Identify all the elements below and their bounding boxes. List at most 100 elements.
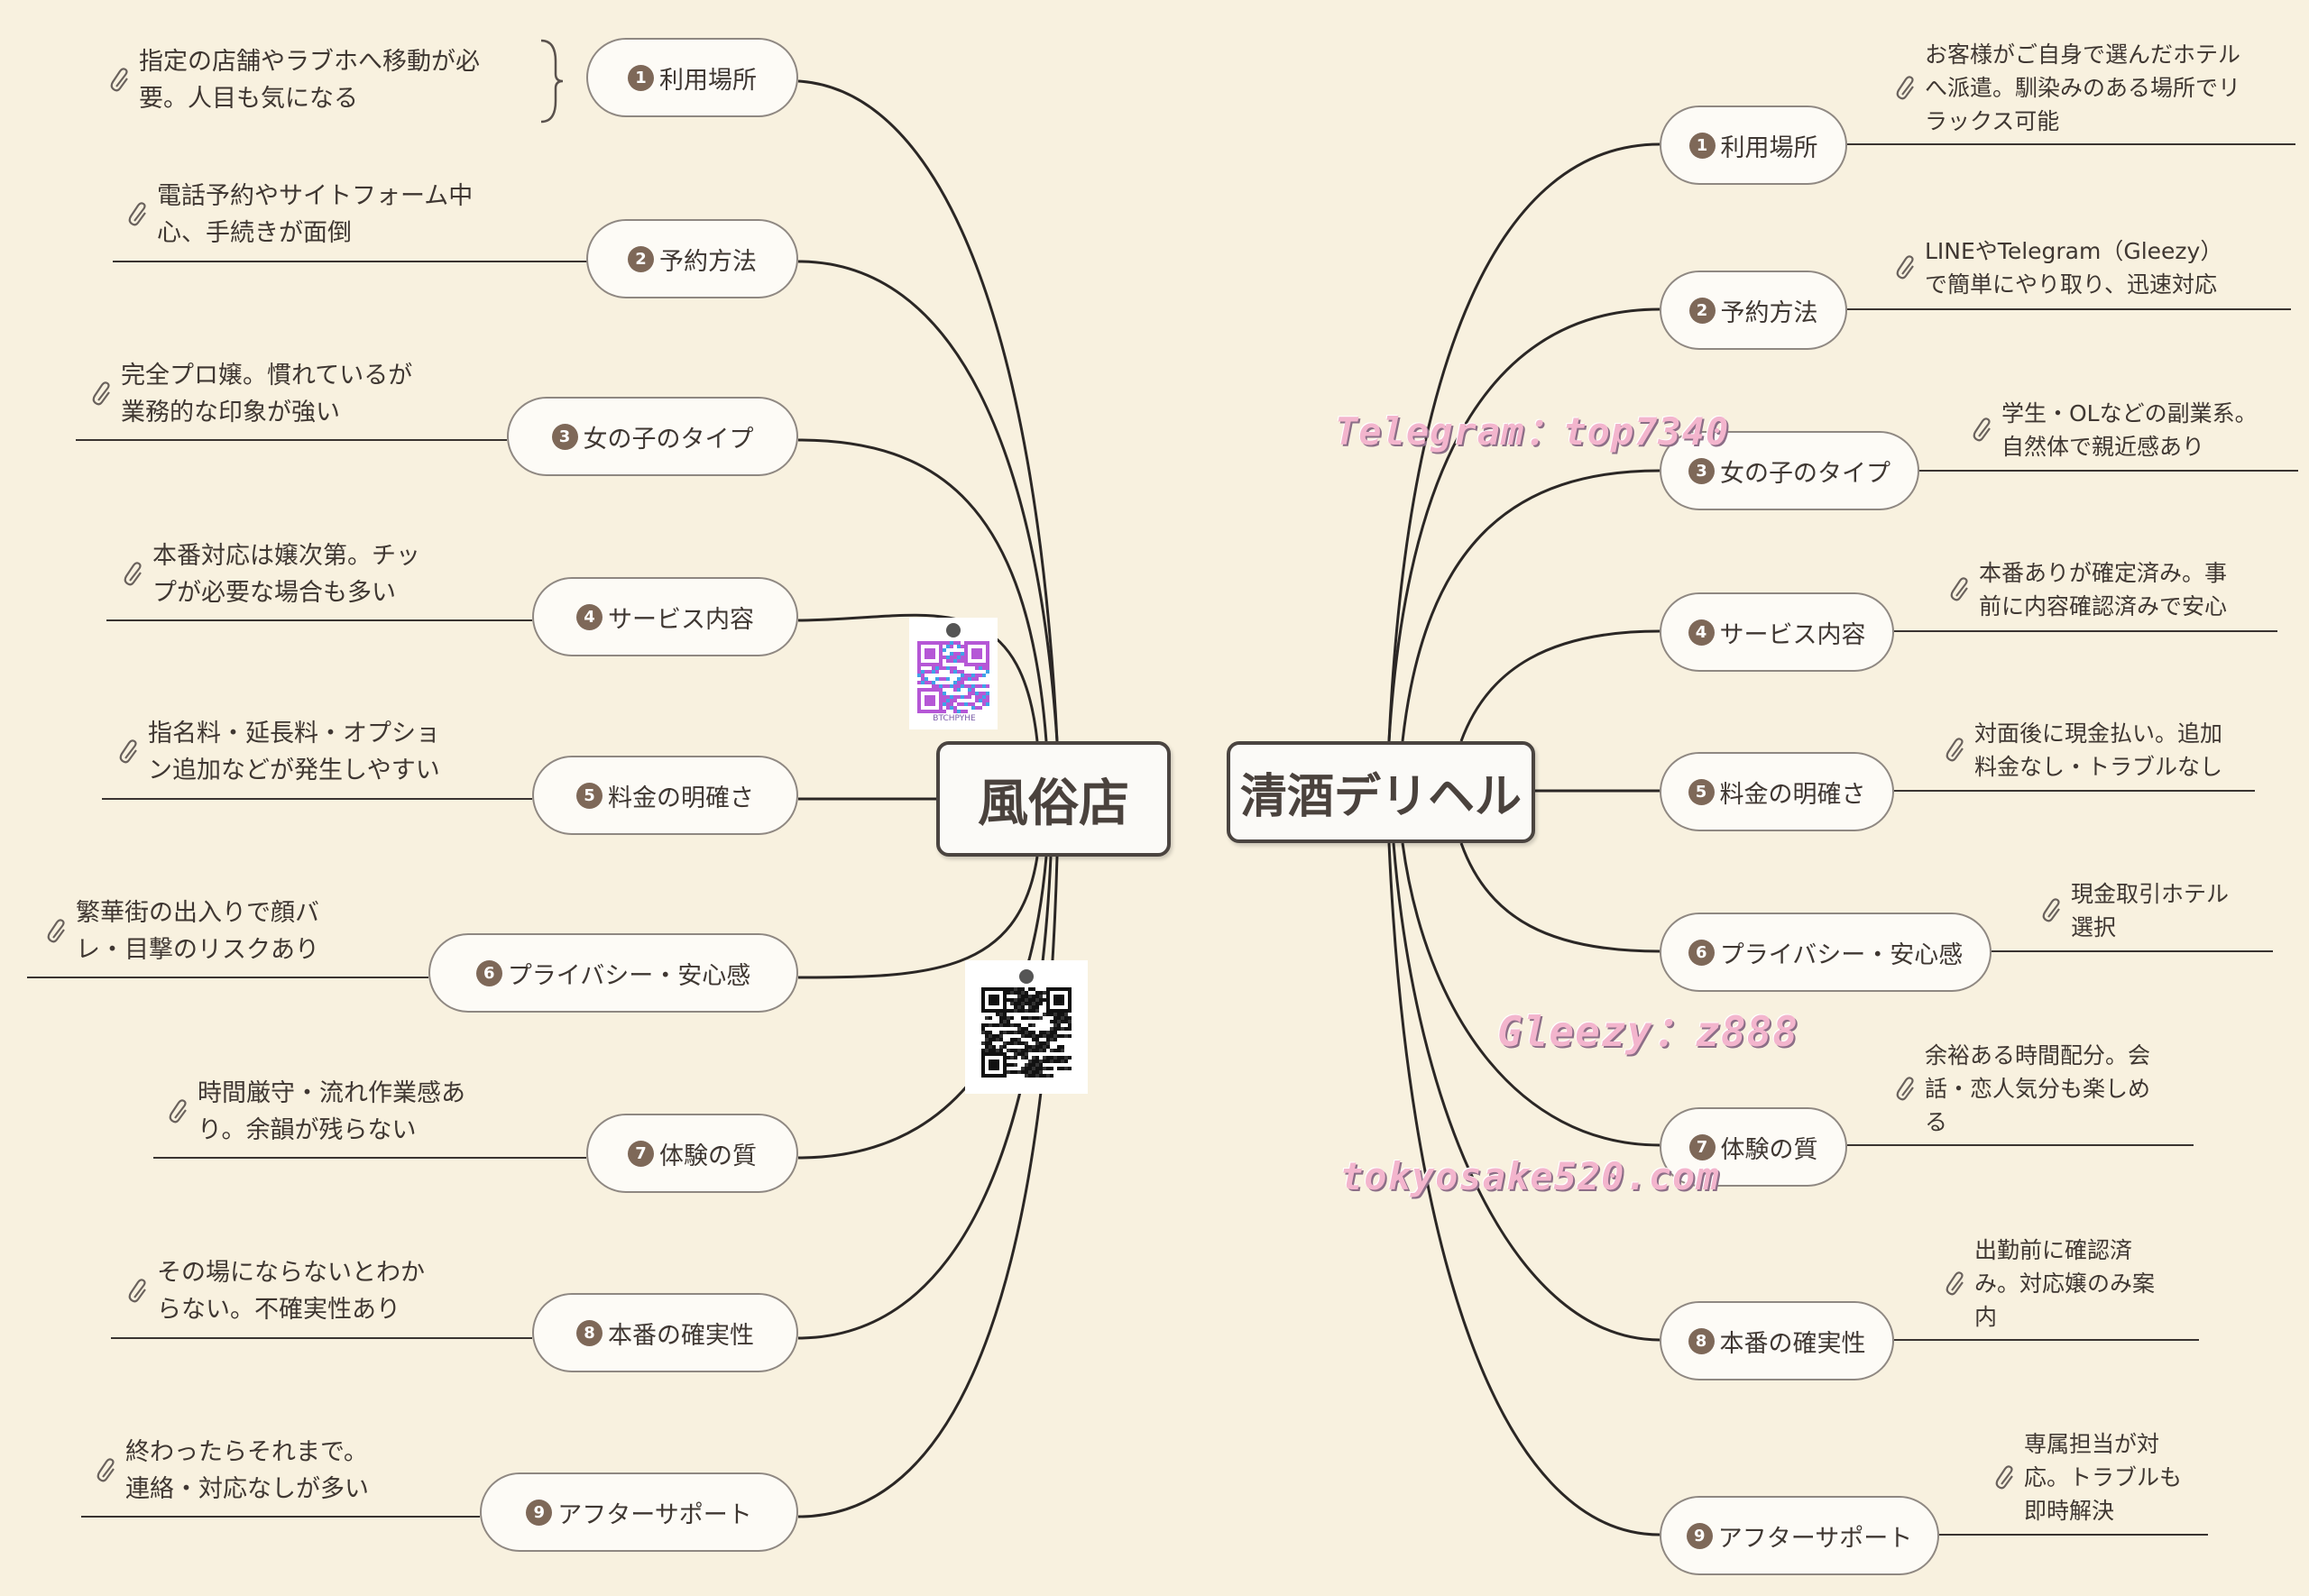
paperclip-icon xyxy=(1950,577,1968,601)
number-badge: 3 xyxy=(1688,457,1715,484)
paperclip-icon xyxy=(97,1458,115,1482)
paperclip-icon xyxy=(1946,1270,1964,1295)
qr-code-top xyxy=(909,618,998,729)
qr-code-icon xyxy=(917,623,989,713)
right-note-9: 専属担当が対 応。トラブルも 即時解決 xyxy=(1993,1427,2182,1527)
paperclip-icon xyxy=(47,919,65,943)
paperclip-icon xyxy=(1896,255,1914,280)
branch-label: 予約方法 xyxy=(659,247,757,276)
note-text: 学生・OLなどの副業系。 自然体で親近感あり xyxy=(2001,400,2258,460)
note-text: お客様がご自身で選んだホテル へ派遣。馴染みのある場所でリ ラックス可能 xyxy=(1925,41,2241,134)
gleezy-watermark: Gleezy：z888 xyxy=(1497,1007,1798,1056)
branch-label: 女の子のタイプ xyxy=(1720,459,1890,488)
paperclip-icon xyxy=(124,562,142,586)
website-watermark: tokyosake520.com xyxy=(1340,1154,1720,1198)
branch-label: 本番の確実性 xyxy=(608,1321,754,1350)
paperclip-icon xyxy=(110,68,128,92)
note-text: 電話予約やサイトフォーム中 心、手続きが面倒 xyxy=(157,182,474,247)
paperclip-icon xyxy=(119,739,137,764)
left-root-node[interactable]: 風俗店 xyxy=(936,741,1171,857)
branch-label: アフターサポート xyxy=(1717,1524,1913,1553)
number-badge: 9 xyxy=(1686,1522,1713,1549)
paperclip-icon xyxy=(1973,417,1991,442)
note-text: 現金取引ホテル 選択 xyxy=(2071,881,2230,940)
left-note-1: 指定の店舗やラブホへ移動が必 要。人目も気になる xyxy=(108,43,480,117)
note-text: その場にならないとわか らない。不確実性あり xyxy=(157,1259,425,1324)
left-note-8: その場にならないとわか らない。不確実性あり xyxy=(126,1254,425,1328)
right-note-7: 余裕ある時間配分。会 話・恋人気分も楽しめ る xyxy=(1894,1039,2150,1139)
paperclip-icon xyxy=(2042,898,2060,922)
right-note-2: LINEやTelegram（Gleezy） で簡単にやり取り、迅速対応 xyxy=(1894,234,2222,301)
branch-label: 女の子のタイプ xyxy=(583,425,754,454)
telegram-watermark: Telegram：top7340 xyxy=(1335,409,1730,454)
note-text: 完全プロ嬢。慣れているが 業務的な印象が強い xyxy=(121,362,413,427)
number-badge: 4 xyxy=(1688,619,1715,646)
branch-label: 体験の質 xyxy=(1720,1135,1818,1164)
qr-code-bottom xyxy=(965,960,1088,1094)
branch-label: 利用場所 xyxy=(659,66,757,95)
note-text: 指定の店舗やラブホへ移動が必 要。人目も気になる xyxy=(139,48,480,113)
number-badge: 8 xyxy=(576,1319,603,1346)
number-badge: 4 xyxy=(576,603,603,630)
branch-label: 料金の明確さ xyxy=(608,784,754,812)
paperclip-icon xyxy=(128,202,146,226)
left-note-6: 繁華街の出入りで顔バ レ・目撃のリスクあり xyxy=(45,894,319,968)
branch-label: 本番の確実性 xyxy=(1719,1329,1866,1358)
left-note-3: 完全プロ嬢。慣れているが 業務的な印象が強い xyxy=(90,357,412,431)
number-badge: 9 xyxy=(526,1499,553,1526)
paperclip-icon xyxy=(1896,75,1914,99)
left-note-4: 本番対応は嬢次第。チッ プが必要な場合も多い xyxy=(122,537,420,611)
qr-code-icon xyxy=(981,969,1072,1078)
number-badge: 6 xyxy=(475,959,502,986)
number-badge: 1 xyxy=(628,64,654,91)
number-badge: 7 xyxy=(1688,1133,1716,1160)
left-note-5: 指名料・延長料・オプショ ン追加などが発生しやすい xyxy=(117,715,440,789)
note-text: 時間厳守・流れ作業感あ り。余韻が残らない xyxy=(198,1079,465,1144)
number-badge: 6 xyxy=(1688,939,1715,966)
right-note-8: 出勤前に確認済 み。対応嬢のみ案 内 xyxy=(1944,1234,2155,1334)
branch-label: 料金の明確さ xyxy=(1719,780,1866,809)
note-text: LINEやTelegram（Gleezy） で簡単にやり取り、迅速対応 xyxy=(1925,238,2223,298)
note-text: 本番対応は嬢次第。チッ プが必要な場合も多い xyxy=(152,542,420,607)
number-badge: 5 xyxy=(576,782,603,809)
number-badge: 2 xyxy=(628,245,654,272)
note-text: 指名料・延長料・オプショ ン追加などが発生しやすい xyxy=(148,720,440,784)
right-note-5: 対面後に現金払い。追加 料金なし・トラブルなし xyxy=(1944,717,2222,784)
right-note-4: 本番ありが確定済み。事 前に内容確認済みで安心 xyxy=(1948,556,2227,623)
left-note-9: 終わったらそれまで。 連絡・対応なしが多い xyxy=(95,1434,369,1508)
number-badge: 2 xyxy=(1688,297,1716,324)
note-text: 本番ありが確定済み。事 前に内容確認済みで安心 xyxy=(1979,560,2228,619)
paperclip-icon xyxy=(1946,738,1964,762)
note-text: 余裕ある時間配分。会 話・恋人気分も楽しめ る xyxy=(1925,1042,2151,1135)
note-text: 終わったらそれまで。 連絡・対応なしが多い xyxy=(125,1438,369,1503)
branch-label: アフターサポート xyxy=(557,1500,752,1529)
right-root-node[interactable]: 清酒デリヘル xyxy=(1227,741,1535,843)
note-text: 対面後に現金払い。追加 料金なし・トラブルなし xyxy=(1974,720,2223,780)
paperclip-icon xyxy=(92,381,110,406)
qr-caption: BTCHPYHE xyxy=(933,714,976,723)
branch-label: サービス内容 xyxy=(608,605,754,634)
branch-label: プライバシー・安心感 xyxy=(507,961,751,990)
branch-label: サービス内容 xyxy=(1719,620,1866,649)
number-badge: 1 xyxy=(1688,132,1716,159)
paperclip-icon xyxy=(1896,1076,1914,1100)
right-note-6: 現金取引ホテル 選択 xyxy=(2040,877,2229,944)
